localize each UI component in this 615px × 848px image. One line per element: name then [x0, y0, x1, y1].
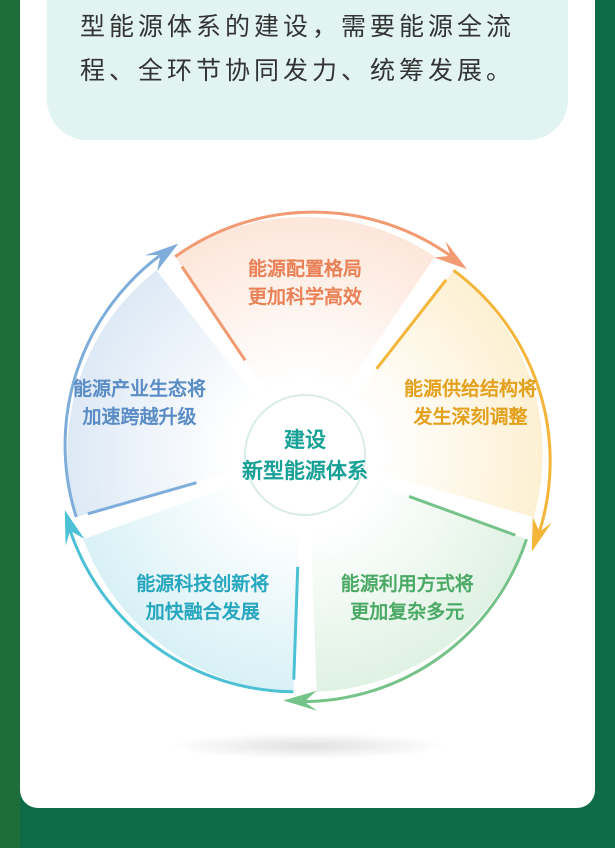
center-label-line-2: 新型能源体系: [242, 459, 368, 483]
cycle-arrow-arc: [63, 251, 165, 518]
segment-label-1: 能源利用方式将: [341, 572, 474, 595]
center-label-line-1: 建设: [284, 428, 326, 452]
segment-label-2: 发生深刻调整: [412, 405, 527, 428]
segment-divider: [375, 278, 448, 370]
cycle-arrow-arc: [452, 269, 552, 537]
arrowhead-icon: [434, 240, 467, 270]
cycle-arrow-arc: [67, 526, 294, 694]
segment-divider: [87, 481, 197, 516]
segment-divider: [180, 265, 247, 362]
intro-line-1: 型能源体系的建设，需要能源全流: [80, 12, 516, 41]
arrowhead-icon: [283, 690, 318, 711]
background-strip: [0, 0, 20, 848]
segment-label-2: 加速跨越升级: [82, 405, 197, 428]
segment-fill: [83, 481, 300, 692]
arrowhead-icon: [64, 510, 85, 546]
segment-label-2: 加快融合发展: [145, 600, 260, 623]
intro-line-2: 程、全环节协同发力、统筹发展。: [80, 56, 516, 85]
segment-label-2: 更加复杂多元: [350, 600, 464, 623]
segment-divider: [292, 566, 300, 680]
cycle-arrow-arc: [300, 538, 528, 704]
diagram-shadow: [168, 733, 448, 759]
cycle-arrow-arc: [174, 210, 455, 260]
segment-label-2: 更加科学高效: [248, 285, 362, 308]
intro-box: 型能源体系的建设，需要能源全流 程、全环节协同发力、统筹发展。: [47, 0, 568, 140]
segment-fill: [310, 481, 527, 692]
segment-fill: [67, 270, 262, 518]
arrowhead-icon: [144, 243, 179, 272]
center-circle: [244, 394, 366, 516]
segment-label-1: 能源供给结构将: [404, 377, 537, 400]
segment-fill: [348, 270, 543, 518]
segment-label-1: 能源配置格局: [248, 257, 362, 280]
segment-divider: [408, 495, 516, 537]
arrowhead-icon: [531, 516, 552, 552]
segment-label-1: 能源科技创新将: [136, 572, 269, 595]
segment-label-1: 能源产业生态将: [73, 377, 206, 400]
